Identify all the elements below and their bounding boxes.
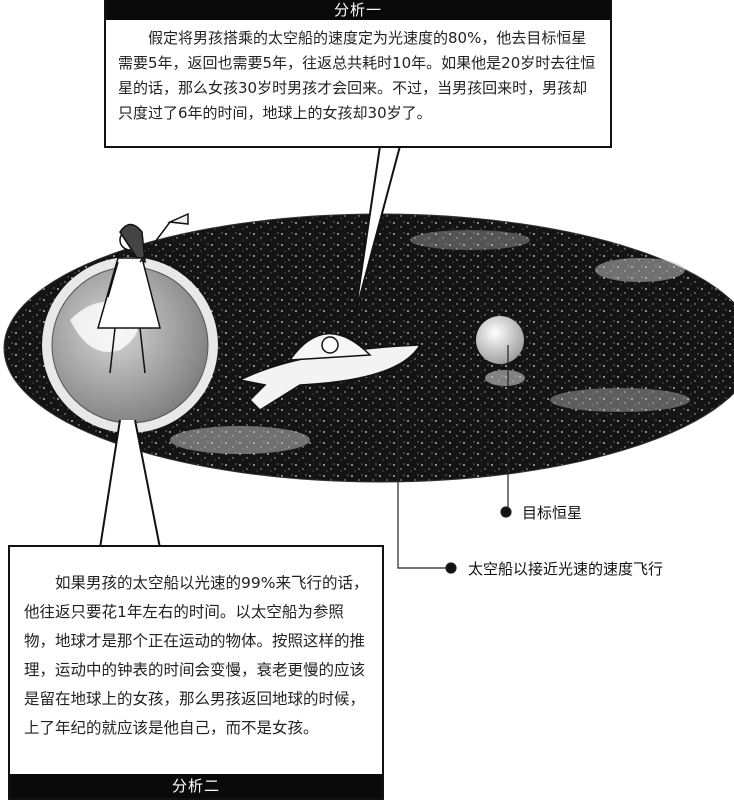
analysis-one-box: 分析一 假定将男孩搭乘的太空船的速度定为光速度的80%，他去目标恒星需要5年，返… [104,0,612,148]
leader-lines [397,345,512,574]
spaceship [237,332,422,411]
target-star [476,316,525,386]
spaceship-label: 太空船以接近光速的速度飞行 [468,560,664,578]
analysis-two-text: 如果男孩的太空船以光速的99%来飞行的话，他往返只要花1年左右的时间。以太空船为… [24,574,369,737]
analysis-one-text: 假定将男孩搭乘的太空船的速度定为光速度的80%，他去目标恒星需要5年，返回也需要… [118,29,596,122]
analysis-one-title: 分析一 [106,0,610,20]
earth [42,257,218,433]
analysis-two-box: 如果男孩的太空船以光速的99%来飞行的话，他往返只要花1年左右的时间。以太空船为… [8,545,384,800]
analysis-two-title: 分析二 [10,774,382,798]
girl-figure [97,212,189,374]
target-star-label: 目标恒星 [522,504,583,522]
